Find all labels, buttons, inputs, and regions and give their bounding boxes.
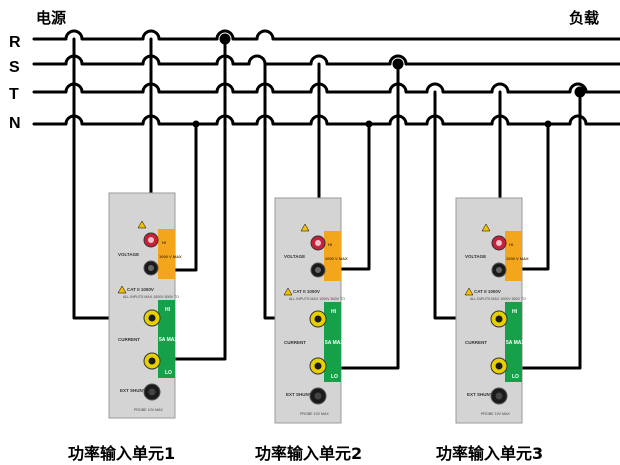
current-hi-text: HI <box>165 307 171 313</box>
r-line-wire <box>32 29 620 41</box>
junction-dot <box>574 86 586 98</box>
terminal-hole-icon <box>496 240 502 246</box>
cat-text: CAT II 1000V <box>474 289 501 294</box>
current-max-text: 5A MAX <box>506 340 525 346</box>
voltage-label: VOLTAGE <box>118 252 139 257</box>
terminal-hole-icon <box>496 267 502 273</box>
power-input-unit-2: HI 1000 V MAX VOLTAGE CAT II 1000V ALL I… <box>255 197 362 463</box>
load-label: 负载 <box>569 9 599 27</box>
terminal-hole-icon <box>314 315 322 323</box>
terminal-hole-icon <box>148 357 156 365</box>
line-label-n: N <box>9 115 21 132</box>
junction-dot <box>365 120 373 128</box>
voltage-hi-text: HI <box>509 242 513 247</box>
terminal-hole-icon <box>495 362 503 370</box>
probe-label: PROBE 10V MAX <box>300 412 329 416</box>
warning-icon <box>464 287 474 296</box>
current-hi-text: HI <box>512 309 518 315</box>
line-label-s: S <box>9 59 20 76</box>
current-label: CURRENT <box>284 340 306 345</box>
unit3-current-out-wire <box>498 90 582 370</box>
current-max-text: 5A MAX <box>159 337 178 343</box>
line-label-r: R <box>9 34 21 51</box>
warning-icon <box>481 223 491 232</box>
terminal-hole-icon <box>314 362 322 370</box>
unit-caption: 功率输入单元2 <box>255 444 362 463</box>
voltage-label: VOLTAGE <box>284 254 305 259</box>
s-line-wire <box>32 54 620 66</box>
cat-text: CAT II 1000V <box>293 289 320 294</box>
current-lo-text: LO <box>512 374 519 380</box>
unit2-current-out-wire <box>317 62 400 370</box>
junction-dot <box>392 58 404 70</box>
cat-text: CAT II 1000V <box>127 287 154 292</box>
terminal-hole-icon <box>148 314 156 322</box>
voltage-block <box>324 231 341 281</box>
voltage-max-text: 1000 V MAX <box>159 254 182 259</box>
voltage-max-text: 1000 V MAX <box>325 256 348 261</box>
ext-shunt-label: EXT SHUNT <box>286 392 312 397</box>
current-lo-text: LO <box>165 370 172 376</box>
warning-icon <box>300 223 310 232</box>
terminal-hole-icon <box>315 240 321 246</box>
cat-sub-text: ALL INPUTS MAX 1000V 500V TO <box>289 297 345 301</box>
ext-shunt-label: EXT SHUNT <box>467 392 493 397</box>
warning-icon <box>283 287 293 296</box>
t-line-wire <box>32 82 620 94</box>
unit-caption: 功率输入单元1 <box>68 444 175 463</box>
power-input-unit-3: HI 1000 V MAX VOLTAGE CAT II 1000V ALL I… <box>436 197 543 463</box>
terminal-hole-icon <box>495 392 503 400</box>
power-input-unit-1: HI 1000 V MAX VOLTAGE CAT II 1000V ALL I… <box>68 192 182 463</box>
junction-dot <box>219 33 231 45</box>
current-label: CURRENT <box>465 340 487 345</box>
junction-dot <box>544 120 552 128</box>
ext-shunt-label: EXT SHUNT <box>120 388 146 393</box>
voltage-label: VOLTAGE <box>465 254 486 259</box>
junction-dot <box>192 120 200 128</box>
n-line-wire <box>32 114 620 126</box>
line-label-t: T <box>9 86 19 103</box>
current-max-text: 5A MAX <box>325 340 344 346</box>
current-block <box>324 302 341 382</box>
current-lo-text: LO <box>331 374 338 380</box>
source-label: 电源 <box>36 9 66 27</box>
voltage-hi-text: HI <box>162 240 166 245</box>
current-block <box>158 300 175 378</box>
probe-label: PROBE 10V MAX <box>481 412 510 416</box>
unit1-current-out-wire <box>150 37 227 361</box>
voltage-hi-text: HI <box>328 242 332 247</box>
cat-sub-text: ALL INPUTS MAX 1000V 500V TO <box>470 297 526 301</box>
current-label: CURRENT <box>118 337 140 342</box>
unit-caption: 功率输入单元3 <box>436 444 543 463</box>
terminal-hole-icon <box>314 392 322 400</box>
terminal-hole-icon <box>148 265 154 271</box>
warning-icon <box>137 220 147 229</box>
terminal-hole-icon <box>148 388 156 396</box>
probe-label: PROBE 10V MAX <box>134 408 163 412</box>
voltage-max-text: 1000 V MAX <box>506 256 529 261</box>
current-block <box>505 302 522 382</box>
current-hi-text: HI <box>331 309 337 315</box>
terminal-hole-icon <box>148 237 154 243</box>
terminal-hole-icon <box>495 315 503 323</box>
voltage-block <box>158 229 175 279</box>
warning-icon <box>117 285 127 294</box>
cat-sub-text: ALL INPUTS MAX 1000V 500V TO <box>123 295 179 299</box>
terminal-hole-icon <box>315 267 321 273</box>
junctions <box>192 33 586 128</box>
voltage-block <box>505 231 522 281</box>
